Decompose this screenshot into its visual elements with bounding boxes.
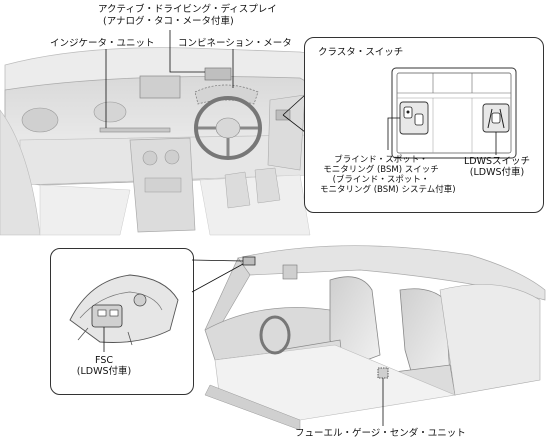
bsm-switch-label-line1: ブラインド・スポット・ [334,155,428,165]
ldws-switch-label-line1: LDWSスイッチ [463,156,531,167]
fuel-gauge-sender-label: フューエル・ゲージ・センダ・ユニット [295,428,466,439]
active-driving-display-note: (アナログ・タコ・メータ付車) [103,16,234,27]
fsc-label-line2: (LDWS付車) [76,366,132,377]
combination-meter-label: コンビネーション・メータ [178,38,292,49]
bsm-switch-label: ブラインド・スポット・ モニタリング (BSM) スイッチ (ブラインド・スポッ… [320,155,456,195]
ldws-switch-label: LDWSスイッチ (LDWS付車) [458,156,536,178]
cluster-switch-label: クラスタ・スイッチ [318,47,404,58]
bsm-switch-label-line2: モニタリング (BSM) スイッチ [323,165,439,175]
fsc-label-line1: FSC [95,355,113,366]
ldws-switch-label-line2: (LDWS付車) [469,167,525,178]
bsm-switch-label-line4: モニタリング (BSM) システム付車) [320,185,456,195]
indicator-unit-label: インジケータ・ユニット [50,38,155,49]
fsc-label: FSC (LDWS付車) [64,355,144,377]
bsm-switch-label-line3: (ブラインド・スポット・ [332,175,430,185]
active-driving-display-label: アクティブ・ドライビング・ディスプレイ [98,4,277,15]
